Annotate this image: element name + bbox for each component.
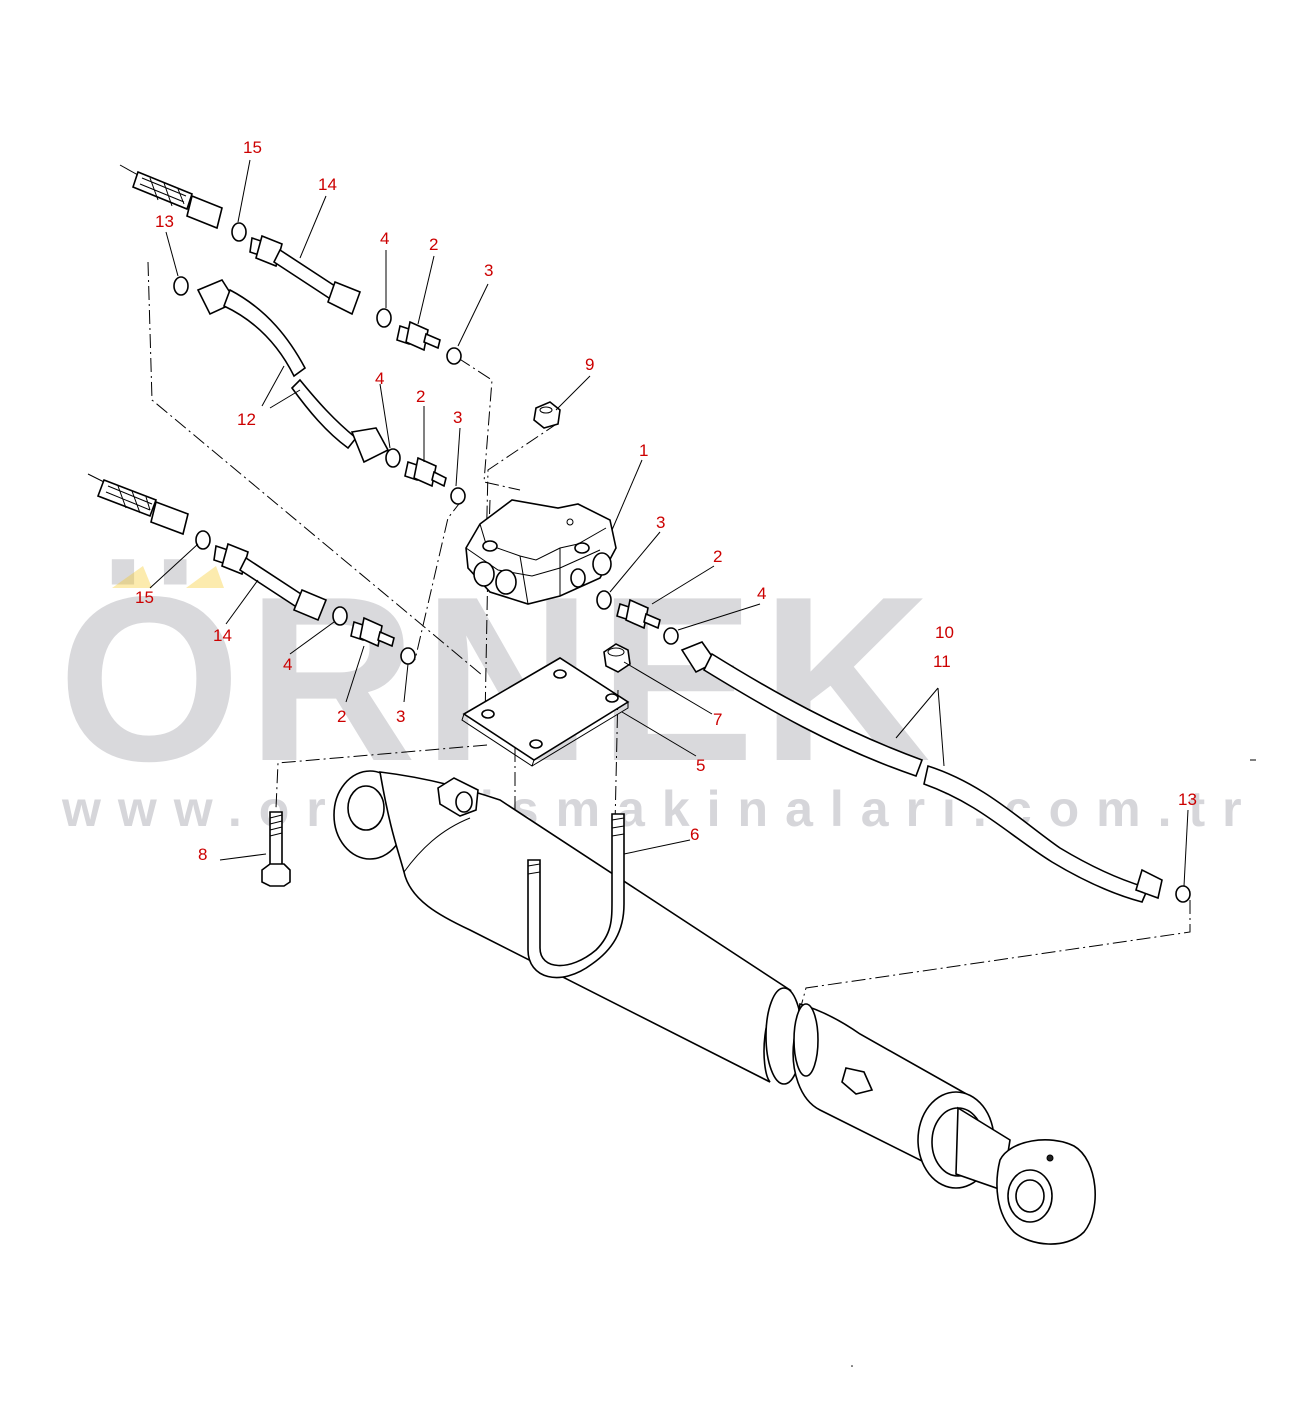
callout-14-upper: 14 xyxy=(318,175,337,194)
callout-13-left: 13 xyxy=(155,212,174,231)
hydraulic-cylinder-6 xyxy=(333,770,1096,1245)
callout-2-middle: 2 xyxy=(416,387,425,406)
o-ring-3c xyxy=(596,590,612,610)
callout-3-lower: 3 xyxy=(396,707,405,726)
plate-5 xyxy=(461,657,630,767)
callout-4-right: 4 xyxy=(757,584,766,603)
callout-numbers: 15 14 13 4 2 3 9 4 2 3 12 1 3 2 4 15 14 … xyxy=(135,138,1197,864)
callout-4-middle: 4 xyxy=(375,369,384,388)
o-ring-3d xyxy=(400,647,416,665)
o-ring-13a xyxy=(173,276,189,296)
callout-6: 6 xyxy=(690,825,699,844)
o-ring-3a xyxy=(446,347,462,365)
callout-8: 8 xyxy=(198,845,207,864)
o-ring-4c xyxy=(663,627,679,645)
o-ring-4b xyxy=(385,448,401,468)
bolt-8 xyxy=(261,811,291,887)
pipe-upper-14 xyxy=(249,234,392,328)
nut-7 xyxy=(603,643,631,673)
callout-4-lower: 4 xyxy=(283,655,292,674)
callout-14-lower: 14 xyxy=(213,626,232,645)
adapter-middle-2 xyxy=(404,456,466,505)
adapter-upper-2 xyxy=(396,320,462,365)
o-ring-4a xyxy=(376,308,392,328)
speck xyxy=(851,1365,853,1367)
callout-10: 10 xyxy=(935,623,954,642)
nut-9 xyxy=(533,401,561,429)
leader-lines xyxy=(149,159,1189,887)
callout-12: 12 xyxy=(237,410,256,429)
callout-7: 7 xyxy=(713,710,722,729)
watermark-url: www.ornekismakinalari.com.tr xyxy=(61,781,1259,837)
o-ring-4d xyxy=(332,606,348,626)
callout-3-upper: 3 xyxy=(484,261,493,280)
callout-11: 11 xyxy=(933,652,951,671)
callout-15-upper: 15 xyxy=(243,138,262,157)
fittings-right xyxy=(596,590,679,645)
valve-block-1 xyxy=(465,499,617,605)
o-ring-15a xyxy=(231,222,247,242)
callout-4-upper: 4 xyxy=(380,229,389,248)
pipe-long-10-11 xyxy=(680,641,1191,903)
callout-9: 9 xyxy=(585,355,594,374)
o-ring-15b xyxy=(195,530,211,550)
callout-3-middle: 3 xyxy=(453,408,462,427)
hose-upper-15 xyxy=(119,164,247,242)
pipe-lower-14 xyxy=(213,542,348,626)
callout-13-right: 13 xyxy=(1178,790,1197,809)
adapter-lower-2 xyxy=(350,616,416,665)
callout-2-upper: 2 xyxy=(429,235,438,254)
callout-3-right: 3 xyxy=(656,513,665,532)
callout-5: 5 xyxy=(696,756,705,775)
watermark-umlaut-left xyxy=(112,566,152,588)
callout-15-lower: 15 xyxy=(135,588,154,607)
callout-2-lower: 2 xyxy=(337,707,346,726)
hose-lower-15 xyxy=(87,473,211,550)
callout-1: 1 xyxy=(639,441,648,460)
pipe-bent-12 xyxy=(173,276,401,468)
o-ring-13b xyxy=(1175,885,1191,903)
watermark: ÖRNEK www.ornekismakinalari.com.tr xyxy=(58,547,1259,837)
o-ring-3b xyxy=(450,487,466,505)
watermark-umlaut-right xyxy=(186,566,224,588)
callout-2-right: 2 xyxy=(713,547,722,566)
